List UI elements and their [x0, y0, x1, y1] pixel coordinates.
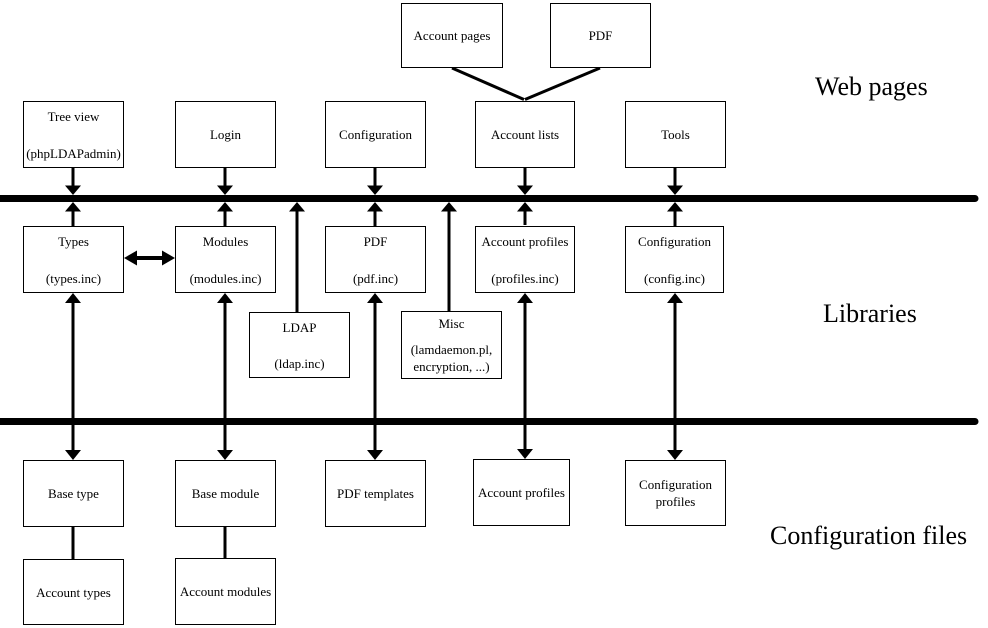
arrowhead-up-bus-misc — [441, 202, 457, 212]
arrowhead-up-bus-col1 — [65, 202, 81, 212]
box-configuration-profiles-sublabel: profiles — [655, 494, 696, 509]
box-configuration-profiles: Configuration profiles — [625, 460, 726, 526]
box-account-profiles-lib-label: Account profiles — [481, 234, 569, 249]
box-pdf-templates: PDF templates — [325, 460, 426, 527]
box-misc: Misc (lamdaemon.pl, encryption, ...) — [401, 311, 502, 379]
box-configuration-lib-label: Configuration — [638, 234, 711, 249]
arrowhead-down-bus-col3 — [367, 185, 383, 195]
box-account-types-label: Account types — [36, 584, 111, 600]
box-types-label: Types — [58, 234, 89, 249]
box-pdf-lib-label: PDF — [363, 234, 388, 249]
box-account-modules: Account modules — [175, 558, 276, 625]
box-misc-sublabel-2: encryption, ...) — [413, 359, 490, 374]
box-login-label: Login — [209, 127, 242, 142]
box-account-pages: Account pages — [401, 3, 503, 68]
arrowhead-up-bus-ldap — [289, 202, 305, 212]
arrowhead-up-configuration-lib — [667, 293, 683, 303]
box-misc-sublabel-1: (lamdaemon.pl, — [410, 342, 493, 357]
box-account-lists-label: Account lists — [490, 127, 560, 142]
arrowhead-up-account-profiles-lib — [517, 293, 533, 303]
box-account-modules-label: Account modules — [179, 584, 272, 599]
box-configuration-page-label: Configuration — [339, 127, 412, 142]
box-base-module-label: Base module — [191, 486, 260, 501]
arrowhead-left-types — [124, 250, 137, 266]
section-label-libraries: Libraries — [823, 299, 917, 328]
box-pdf-templates-label: PDF templates — [337, 486, 414, 501]
box-account-profiles-cfg: Account profiles — [473, 459, 570, 526]
box-tree-view-sublabel: (phpLDAPadmin) — [26, 146, 121, 161]
box-account-pages-label: Account pages — [413, 28, 491, 43]
box-pdf-page-label: PDF — [588, 28, 613, 43]
box-account-profiles-lib-sublabel: (profiles.inc) — [491, 271, 559, 286]
box-base-type-label: Base type — [48, 486, 99, 501]
box-pdf-lib: PDF (pdf.inc) — [325, 226, 426, 293]
box-modules-sublabel: (modules.inc) — [189, 271, 262, 286]
box-types-sublabel: (types.inc) — [45, 271, 102, 286]
arrowhead-down-bus-col2 — [217, 185, 233, 195]
box-base-type: Base type — [23, 460, 124, 527]
arrowhead-down-account-profiles-cfg — [517, 449, 533, 459]
box-base-module: Base module — [175, 460, 276, 527]
box-misc-sublabels: (lamdaemon.pl, encryption, ...) — [411, 341, 493, 375]
box-configuration-page: Configuration — [325, 101, 426, 168]
box-tools: Tools — [625, 101, 726, 168]
box-login: Login — [175, 101, 276, 168]
section-label-configuration-files: Configuration files — [770, 521, 968, 550]
arrowhead-up-pdf-lib — [367, 293, 383, 303]
arrowhead-up-types — [65, 293, 81, 303]
box-tools-label: Tools — [661, 127, 690, 142]
arrowhead-up-modules — [217, 293, 233, 303]
box-configuration-lib-sublabel: (config.inc) — [643, 271, 705, 286]
box-configuration-lib: Configuration (config.inc) — [625, 226, 724, 293]
connector-account-pages-to-account-lists — [451, 66, 525, 101]
arrowhead-down-configuration-profiles — [667, 450, 683, 460]
arrowhead-up-bus-col2 — [217, 202, 233, 212]
box-account-profiles-cfg-label: Account profiles — [477, 485, 565, 500]
box-pdf-page: PDF — [550, 3, 651, 68]
box-ldap: LDAP (ldap.inc) — [249, 312, 350, 378]
box-account-lists: Account lists — [475, 101, 575, 168]
box-types: Types (types.inc) — [23, 226, 124, 293]
arrowhead-up-bus-col5 — [667, 202, 683, 212]
arrowhead-up-bus-col3 — [367, 202, 383, 212]
box-configuration-profiles-label: Configuration — [639, 477, 712, 492]
box-account-profiles-lib: Account profiles (profiles.inc) — [475, 226, 575, 293]
arrowhead-down-bus-col1 — [65, 185, 81, 195]
arrowhead-up-bus-col4 — [517, 202, 533, 212]
arrowhead-down-pdf-templates — [367, 450, 383, 460]
arrowhead-down-bus-col5 — [667, 185, 683, 195]
section-label-web-pages: Web pages — [815, 72, 928, 101]
box-account-types: Account types — [23, 559, 124, 625]
box-tree-view-label: Tree view — [47, 109, 100, 124]
box-pdf-lib-sublabel: (pdf.inc) — [352, 271, 399, 286]
connector-pdf-to-account-lists — [524, 66, 601, 101]
arrowhead-down-base-module — [217, 450, 233, 460]
box-ldap-label: LDAP — [282, 320, 317, 335]
arrowhead-down-bus-col4 — [517, 185, 533, 195]
box-modules-label: Modules — [202, 234, 249, 249]
box-ldap-sublabel: (ldap.inc) — [274, 356, 325, 371]
box-modules: Modules (modules.inc) — [175, 226, 276, 293]
box-tree-view: Tree view (phpLDAPadmin) — [23, 101, 124, 168]
box-misc-label: Misc — [438, 316, 465, 331]
arrowhead-right-modules — [162, 250, 175, 266]
arrowhead-down-base-type — [65, 450, 81, 460]
